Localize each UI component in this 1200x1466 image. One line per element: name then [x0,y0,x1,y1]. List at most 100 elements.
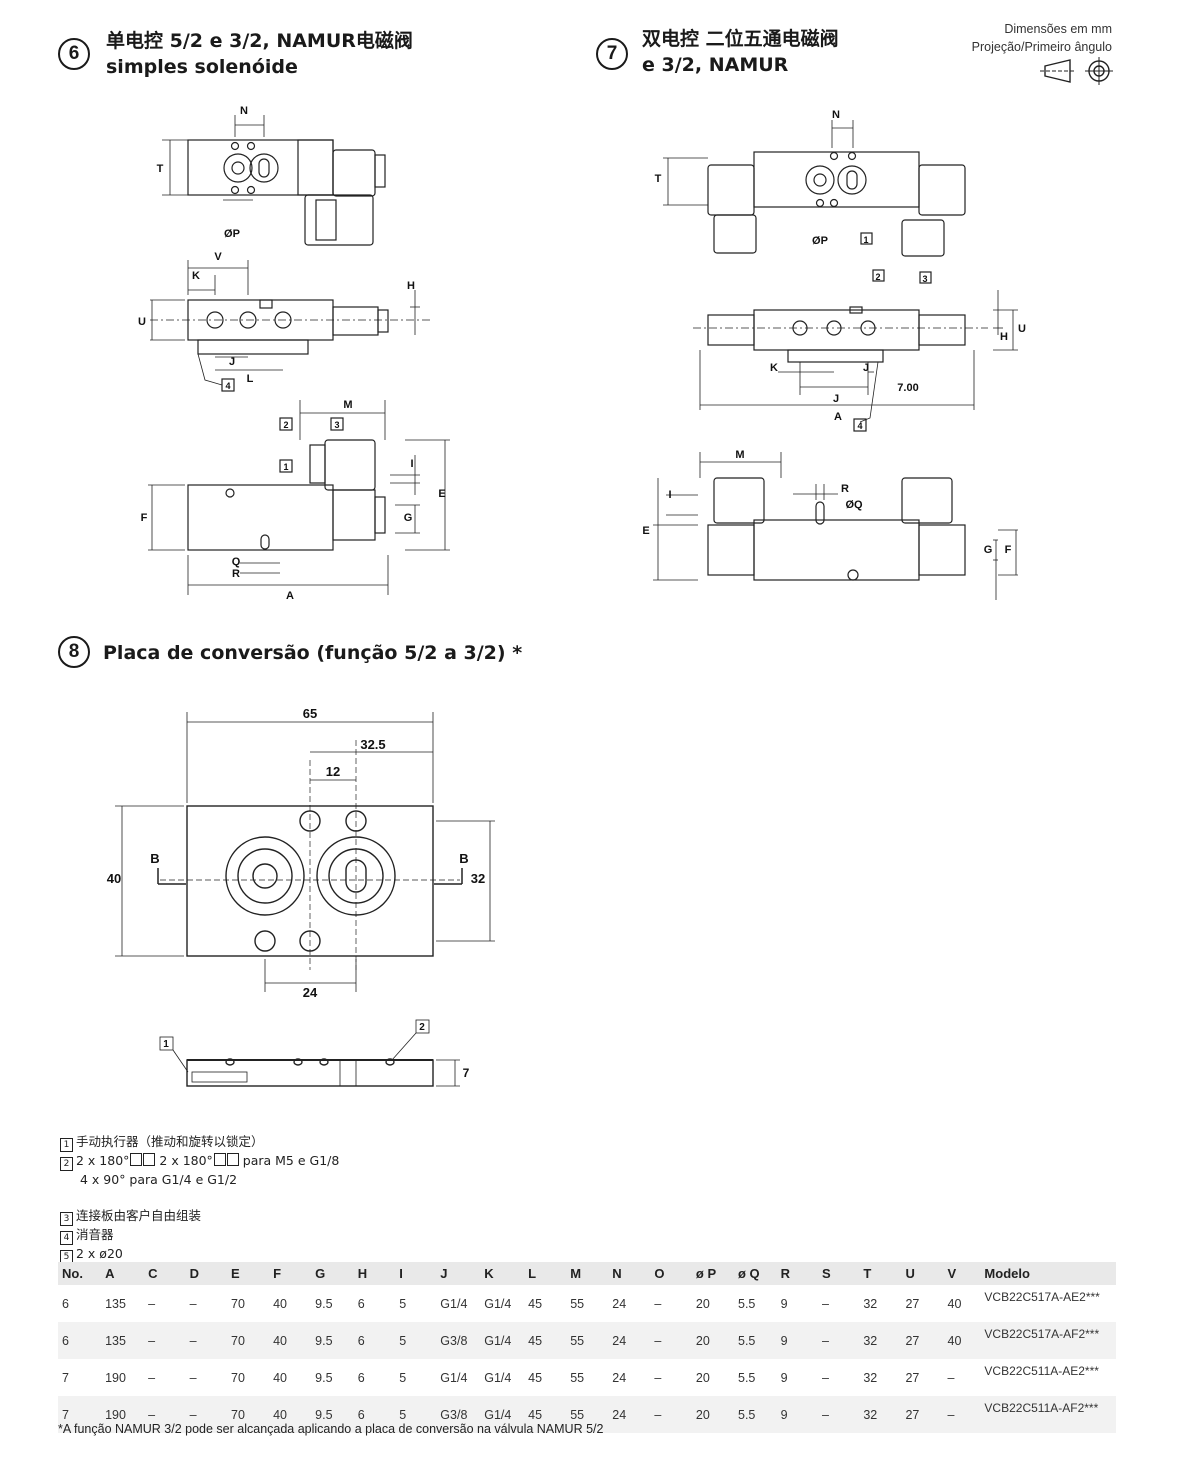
table-header-cell: S [818,1262,860,1285]
plate-callout-1: 1 [163,1039,169,1050]
table-cell: 27 [901,1396,944,1433]
table-cell: G1/4 [484,1370,512,1385]
table-cell: 45 [528,1296,543,1311]
table-cell: 40 [273,1296,287,1311]
table-cell: 135 [105,1296,126,1311]
section-7-drawing: N T ØP 1 2 3 K J 7.00 J A 4 H U [642,109,1026,600]
table-header-cell: G [311,1262,354,1285]
table-cell: 24 [608,1322,651,1359]
section-7-title-line1: 双电控 二位五通电磁阀 [642,28,839,50]
table-cell: 40 [269,1322,312,1359]
table-cell: 135 [101,1322,145,1359]
table-cell: 9.5 [315,1296,333,1311]
table-cell: – [189,1296,197,1311]
dim-N: N [240,105,248,117]
table-header-cell: ø Q [734,1262,777,1285]
dim-65: 65 [303,706,317,721]
dim-40: 40 [107,871,121,886]
projection-type: Projeção/Primeiro ângulo [971,40,1112,54]
table-cell: – [822,1296,829,1311]
dim-F-7: F [1005,544,1012,556]
table-cell: – [654,1296,662,1311]
table-cell: G3/8 [436,1322,481,1359]
table-cell: 20 [695,1296,710,1311]
dim-U-7: U [1018,323,1026,335]
table-cell: 5.5 [738,1296,756,1311]
dim-OQ-7: ØQ [845,499,863,511]
table-header-cell: O [650,1262,692,1285]
dim-Q: Q [232,556,241,568]
table-header-cell: D [185,1262,228,1285]
dim-V: V [214,251,222,263]
table-cell: – [189,1370,197,1385]
table-cell: G1/4 [480,1396,525,1433]
table-header-cell: J [436,1262,481,1285]
dimension-note: Dimensões em mm Projeção/Primeiro ângulo [972,20,1112,56]
double-valve-side-view [693,290,1018,432]
table-cell: 27 [905,1296,920,1311]
section-8-number: 8 [58,636,90,668]
table-cell: 20 [691,1396,734,1433]
table-cell: G1/4 [440,1296,468,1311]
table-header-cell: N [608,1262,651,1285]
table-cell: 9.5 [311,1322,354,1359]
table-cell: G1/4 [480,1322,525,1359]
callout-2: 2 [283,420,288,430]
table-header-cell: ø P [691,1262,734,1285]
section-6-number: 6 [58,38,90,70]
callout-3-7: 3 [922,274,927,284]
dim-L: L [247,373,254,385]
table-header-cell: R [776,1262,819,1285]
table-header-cell: L [524,1262,567,1285]
table-cell: – [650,1322,692,1359]
table-cell: 40 [947,1296,962,1311]
table-cell: 20 [691,1322,734,1359]
table-cell: 6 [58,1322,102,1359]
dim-T: T [157,163,164,175]
table-cell: – [947,1370,955,1385]
table-cell: 190 [105,1370,126,1385]
section-7-title: 双电控 二位五通电磁阀 e 3/2, NAMUR [642,26,839,78]
table-cell: – [818,1322,860,1359]
dim-P: ØP [224,228,240,240]
table-cell: 5.5 [734,1322,777,1359]
table-cell: 55 [570,1296,585,1311]
table-cell: 70 [227,1396,270,1433]
table-cell: 32 [859,1322,902,1359]
table-cell: 40 [943,1322,981,1359]
callout-4-7: 4 [857,421,862,431]
plate-section-view [159,1019,460,1087]
table-cell: – [144,1396,186,1433]
dim-P-7: ØP [812,235,828,247]
table-cell: 6 [353,1396,396,1433]
table-cell: VCB22C517A-AE2*** [984,1290,1100,1304]
table-cell: – [822,1370,829,1385]
table-header-cell: U [901,1262,944,1285]
table-cell: 9 [776,1322,819,1359]
table-cell: – [148,1296,156,1311]
table-cell: 32 [863,1296,878,1311]
section-6-title-line1: 单电控 5/2 e 3/2, NAMUR电磁阀 [106,30,413,52]
table-cell: 9.5 [315,1370,333,1385]
table-header-cell: No. [58,1262,102,1285]
table-cell: 190 [101,1396,145,1433]
note-2-line2: 4 x 90° para G1/4 e G1/2 [80,1172,238,1187]
double-valve-top-view [663,120,966,284]
table-cell: 5.5 [734,1396,777,1433]
table-cell: 20 [695,1370,710,1385]
dim-M: M [343,399,352,411]
plate-top-view [115,712,495,992]
table-header-cell: F [269,1262,312,1285]
callout-1: 1 [283,462,288,472]
table-cell: – [148,1370,156,1385]
table-cell: – [185,1322,228,1359]
table-cell: 45 [524,1396,567,1433]
dim-T-7: T [655,173,662,185]
table-header-cell: C [144,1262,186,1285]
table-cell: 70 [227,1322,270,1359]
